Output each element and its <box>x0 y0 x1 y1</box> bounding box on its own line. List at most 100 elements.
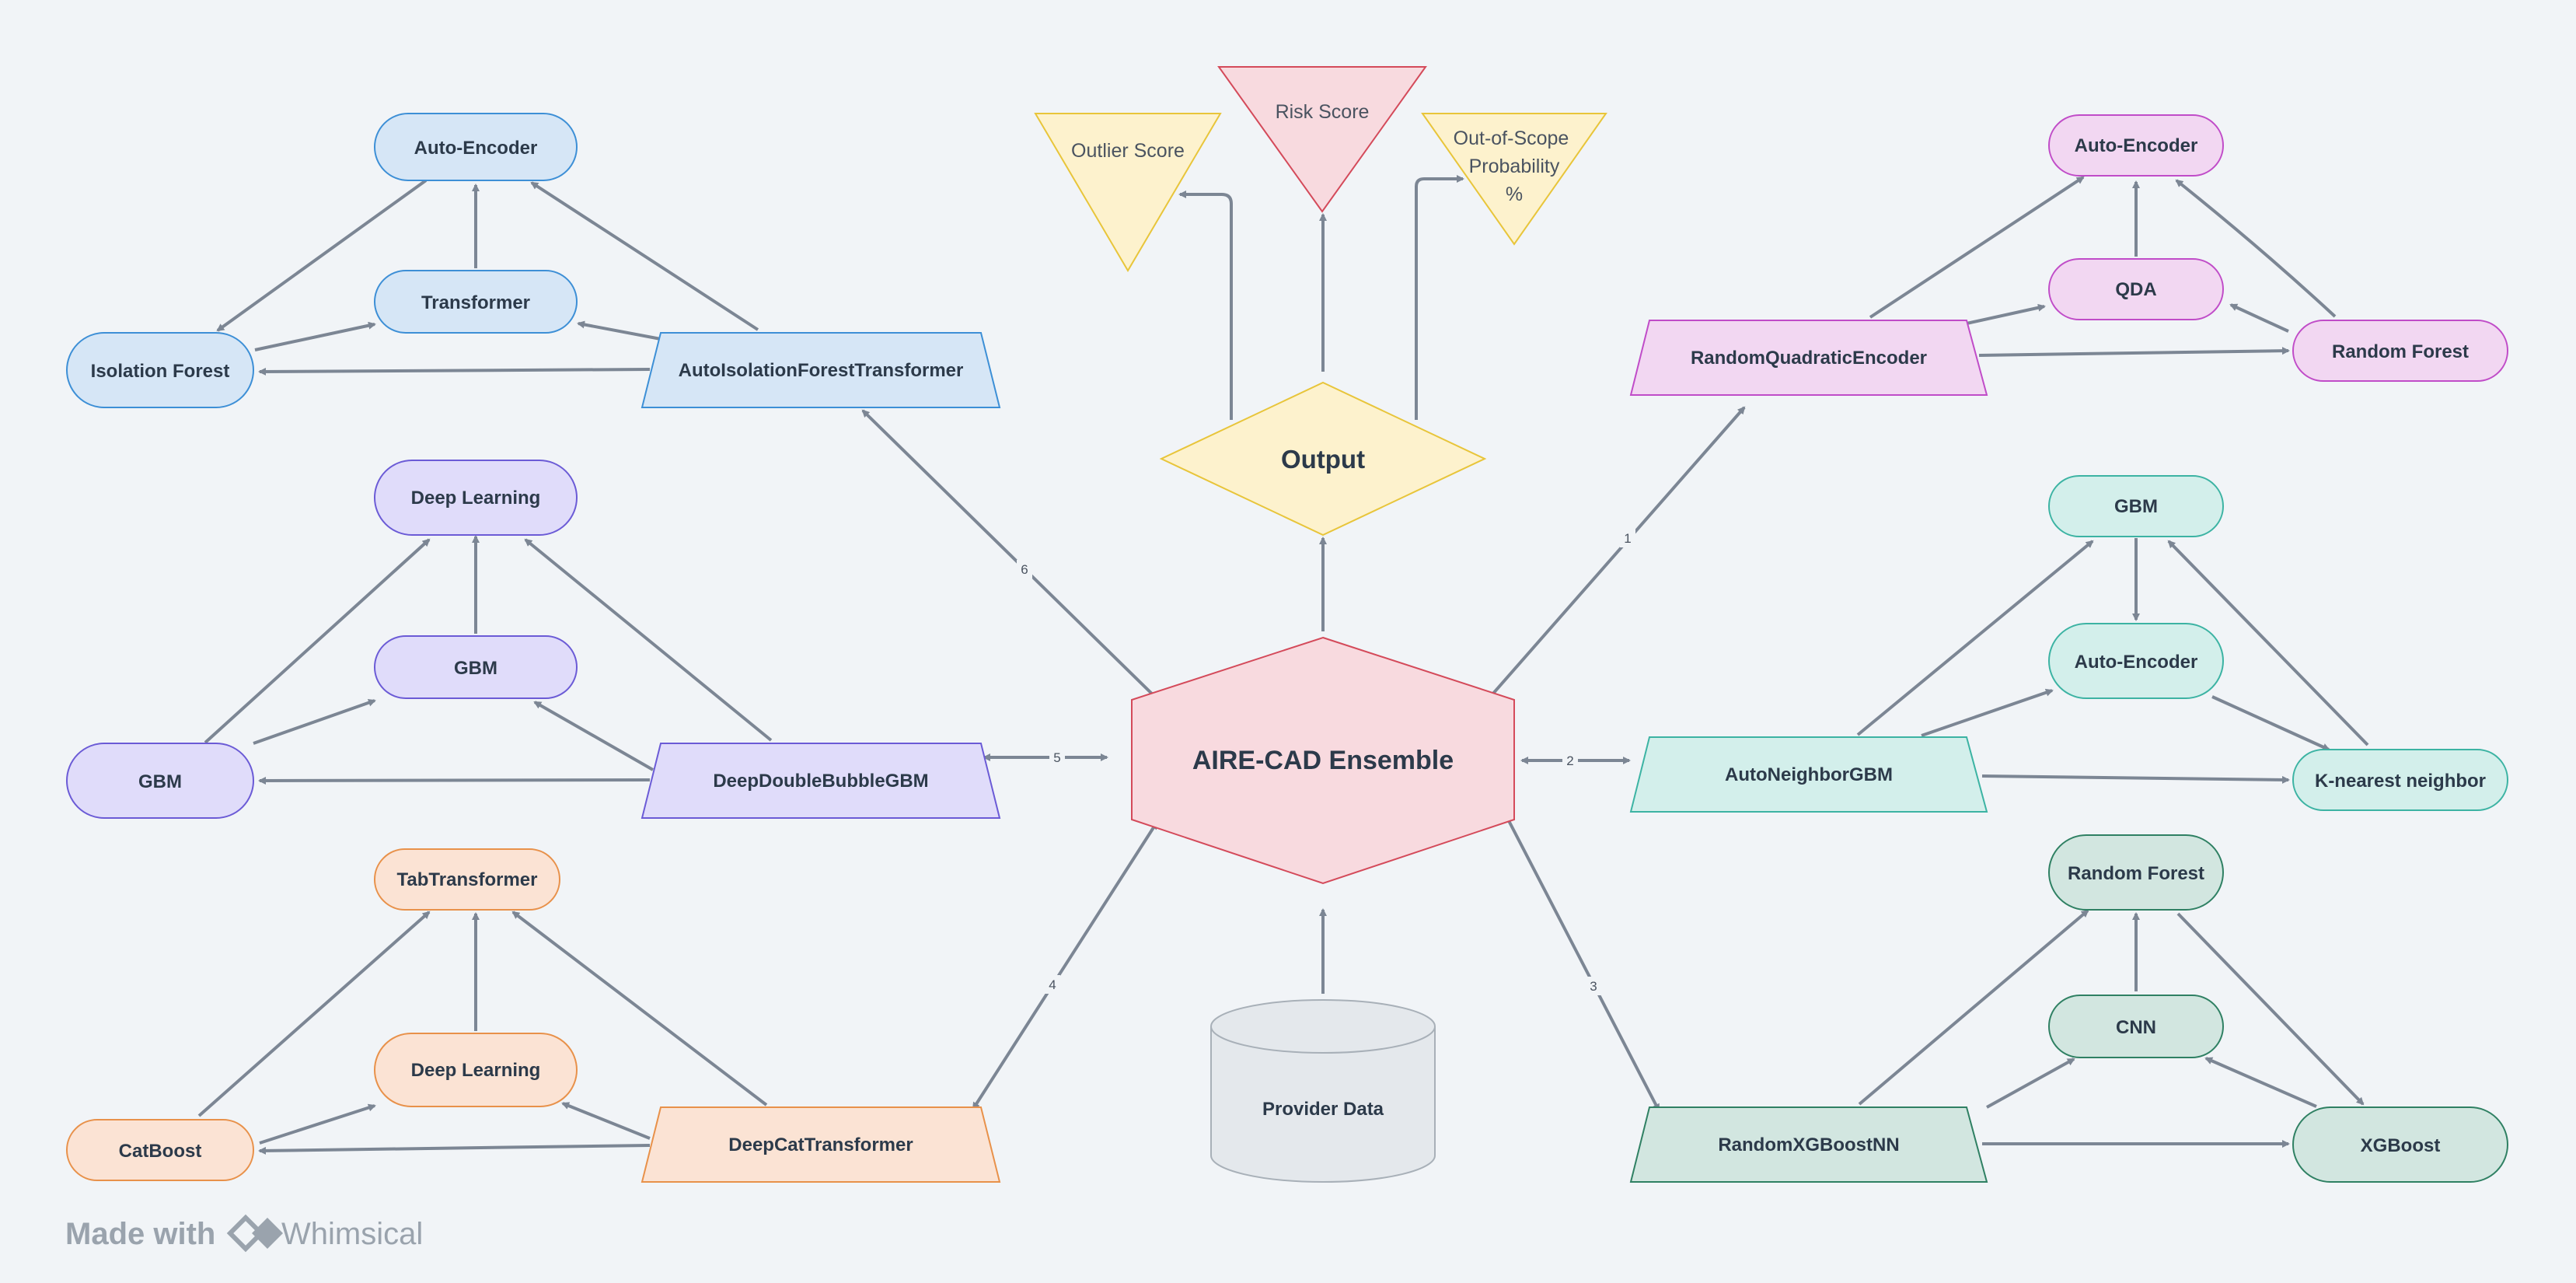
cluster-purple: Deep Learning GBM GBM DeepDoubleBubbleGB… <box>66 460 1001 819</box>
edge-3-c6-hub <box>1502 809 1660 1112</box>
cluster-teal: GBM Auto-Encoder K-nearest neighbor Auto… <box>1629 475 2508 813</box>
node-outlier-score[interactable]: Outlier Score <box>1034 113 1222 272</box>
edges <box>197 175 2369 1155</box>
svg-text:Deep Learning: Deep Learning <box>411 1060 541 1081</box>
edge-label-5: 5 <box>1053 750 1060 765</box>
svg-text:Probability: Probability <box>1469 156 1560 177</box>
svg-text:AutoNeighborGBM: AutoNeighborGBM <box>1725 764 1893 785</box>
svg-text:GBM: GBM <box>138 771 182 792</box>
edge-c4-rf-to-qda <box>2229 303 2289 333</box>
node-c4-autoencoder[interactable]: Auto-Encoder <box>2048 114 2224 177</box>
svg-text:Isolation Forest: Isolation Forest <box>91 361 230 382</box>
edge-c5-main-to-autoenc <box>1921 688 2054 737</box>
cluster-pink: Auto-Encoder QDA Random Forest RandomQua… <box>1629 114 2508 396</box>
svg-text:Transformer: Transformer <box>421 292 530 313</box>
edge-c4-main-to-rf <box>1978 347 2290 357</box>
node-c3-deep-learning[interactable]: Deep Learning <box>374 1033 578 1107</box>
node-c6-random-forest[interactable]: Random Forest <box>2048 834 2224 911</box>
edge-c5-knn-to-gbm <box>2167 540 2369 746</box>
edge-output-to-oos <box>1415 175 1464 420</box>
watermark[interactable]: Made with Whimsical <box>65 1214 423 1253</box>
svg-text:RandomXGBoostNN: RandomXGBoostNN <box>1718 1134 1899 1155</box>
edge-c3-cat-to-dl <box>259 1103 376 1145</box>
edge-6-c1-hub <box>861 409 1163 704</box>
svg-text:AutoIsolationForestTransformer: AutoIsolationForestTransformer <box>679 360 964 381</box>
svg-text:Auto-Encoder: Auto-Encoder <box>414 138 538 159</box>
svg-text:CatBoost: CatBoost <box>119 1141 202 1162</box>
node-center-ensemble[interactable]: AIRE-CAD Ensemble <box>1131 636 1515 885</box>
svg-text:Outlier Score: Outlier Score <box>1071 140 1185 162</box>
svg-text:%: % <box>1506 184 1523 205</box>
edge-c4-rf-to-autoenc <box>2175 179 2337 318</box>
svg-text:Risk Score: Risk Score <box>1276 101 1370 123</box>
node-c6-xgboost[interactable]: XGBoost <box>2292 1106 2508 1183</box>
node-c5-main[interactable]: AutoNeighborGBM <box>1629 736 1988 813</box>
edge-c4-main-to-qda <box>1966 303 2046 325</box>
edge-output-to-outlier <box>1178 191 1233 420</box>
edge-label-1: 1 <box>1624 531 1631 546</box>
cluster-blue: Auto-Encoder Transformer Isolation Fores… <box>66 113 1001 408</box>
edge-c1-iso-to-transformer <box>254 321 376 351</box>
node-provider-data[interactable]: Provider Data <box>1210 999 1436 1183</box>
edge-c2-gbmleft-to-gbmmid <box>253 698 376 745</box>
node-risk-score[interactable]: Risk Score <box>1217 66 1427 213</box>
edge-c3-main-to-dl <box>561 1102 651 1140</box>
edge-c5-main-to-knn <box>1981 774 2290 784</box>
node-c5-gbm[interactable]: GBM <box>2048 475 2224 537</box>
node-c1-isolation-forest[interactable]: Isolation Forest <box>66 332 254 408</box>
svg-text:Made with: Made with <box>65 1217 215 1251</box>
svg-text:Auto-Encoder: Auto-Encoder <box>2075 652 2198 673</box>
edge-c4-main-to-autoenc <box>1869 176 2085 319</box>
cluster-green: Random Forest CNN XGBoost RandomXGBoostN… <box>1629 834 2508 1183</box>
edge-c1-main-to-autoenc <box>530 181 759 331</box>
node-c3-catboost[interactable]: CatBoost <box>66 1119 254 1181</box>
node-c5-knn[interactable]: K-nearest neighbor <box>2292 749 2508 811</box>
node-c1-transformer[interactable]: Transformer <box>374 270 578 334</box>
node-c3-main[interactable]: DeepCatTransformer <box>641 1106 1001 1183</box>
edge-label-2: 2 <box>1566 753 1573 768</box>
svg-text:GBM: GBM <box>454 658 497 679</box>
svg-text:TabTransformer: TabTransformer <box>397 869 538 890</box>
edge-1-c4-hub <box>1485 406 1746 703</box>
svg-text:Provider Data: Provider Data <box>1262 1099 1384 1120</box>
node-c1-autoencoder[interactable]: Auto-Encoder <box>374 113 578 181</box>
svg-text:Random Forest: Random Forest <box>2332 341 2469 362</box>
svg-text:DeepDoubleBubbleGBM: DeepDoubleBubbleGBM <box>713 771 928 792</box>
edge-c5-main-to-gbm <box>1856 540 2094 736</box>
node-c4-qda[interactable]: QDA <box>2048 258 2224 320</box>
node-c1-main[interactable]: AutoIsolationForestTransformer <box>641 332 1001 408</box>
svg-text:Auto-Encoder: Auto-Encoder <box>2075 135 2198 156</box>
svg-text:XGBoost: XGBoost <box>2361 1135 2441 1156</box>
node-out-of-scope[interactable]: Out-of-Scope Probability % <box>1421 113 1607 246</box>
edge-c1-main-to-transformer <box>577 320 661 341</box>
edge-c3-main-to-cat <box>258 1144 651 1155</box>
node-c5-autoencoder[interactable]: Auto-Encoder <box>2048 623 2224 699</box>
edge-c3-cat-to-tab <box>197 911 431 1117</box>
node-c4-main[interactable]: RandomQuadraticEncoder <box>1629 320 1988 396</box>
edge-label-3: 3 <box>1590 979 1597 994</box>
svg-text:DeepCatTransformer: DeepCatTransformer <box>728 1134 913 1155</box>
edge-c5-autoenc-to-knn <box>2211 695 2330 751</box>
node-c2-gbm-left[interactable]: GBM <box>66 743 254 819</box>
node-c4-random-forest[interactable]: Random Forest <box>2292 320 2508 382</box>
svg-text:CNN: CNN <box>2116 1017 2156 1038</box>
edge-c2-main-to-gbmleft <box>258 776 651 785</box>
node-output[interactable]: Output <box>1159 381 1487 537</box>
svg-text:Output: Output <box>1281 445 1365 474</box>
edge-c1-main-to-iso <box>258 367 651 376</box>
edge-c2-main-to-gbmmid <box>533 701 654 771</box>
node-c3-tabtransformer[interactable]: TabTransformer <box>374 848 560 911</box>
svg-text:Out-of-Scope: Out-of-Scope <box>1454 128 1569 149</box>
cluster-orange: TabTransformer Deep Learning CatBoost De… <box>66 848 1001 1183</box>
edge-label-4: 4 <box>1049 977 1056 992</box>
edge-c1-autoenc-to-iso <box>216 179 428 332</box>
node-c6-cnn[interactable]: CNN <box>2048 995 2224 1058</box>
edge-c2-main-to-dl <box>524 538 773 742</box>
edge-c6-xgb-to-cnn <box>2204 1057 2317 1108</box>
node-c2-main[interactable]: DeepDoubleBubbleGBM <box>641 743 1001 819</box>
node-c2-deep-learning[interactable]: Deep Learning <box>374 460 578 536</box>
edge-c3-main-to-tab <box>511 911 768 1106</box>
node-c2-gbm-mid[interactable]: GBM <box>374 635 578 699</box>
node-c6-main[interactable]: RandomXGBoostNN <box>1629 1106 1988 1183</box>
